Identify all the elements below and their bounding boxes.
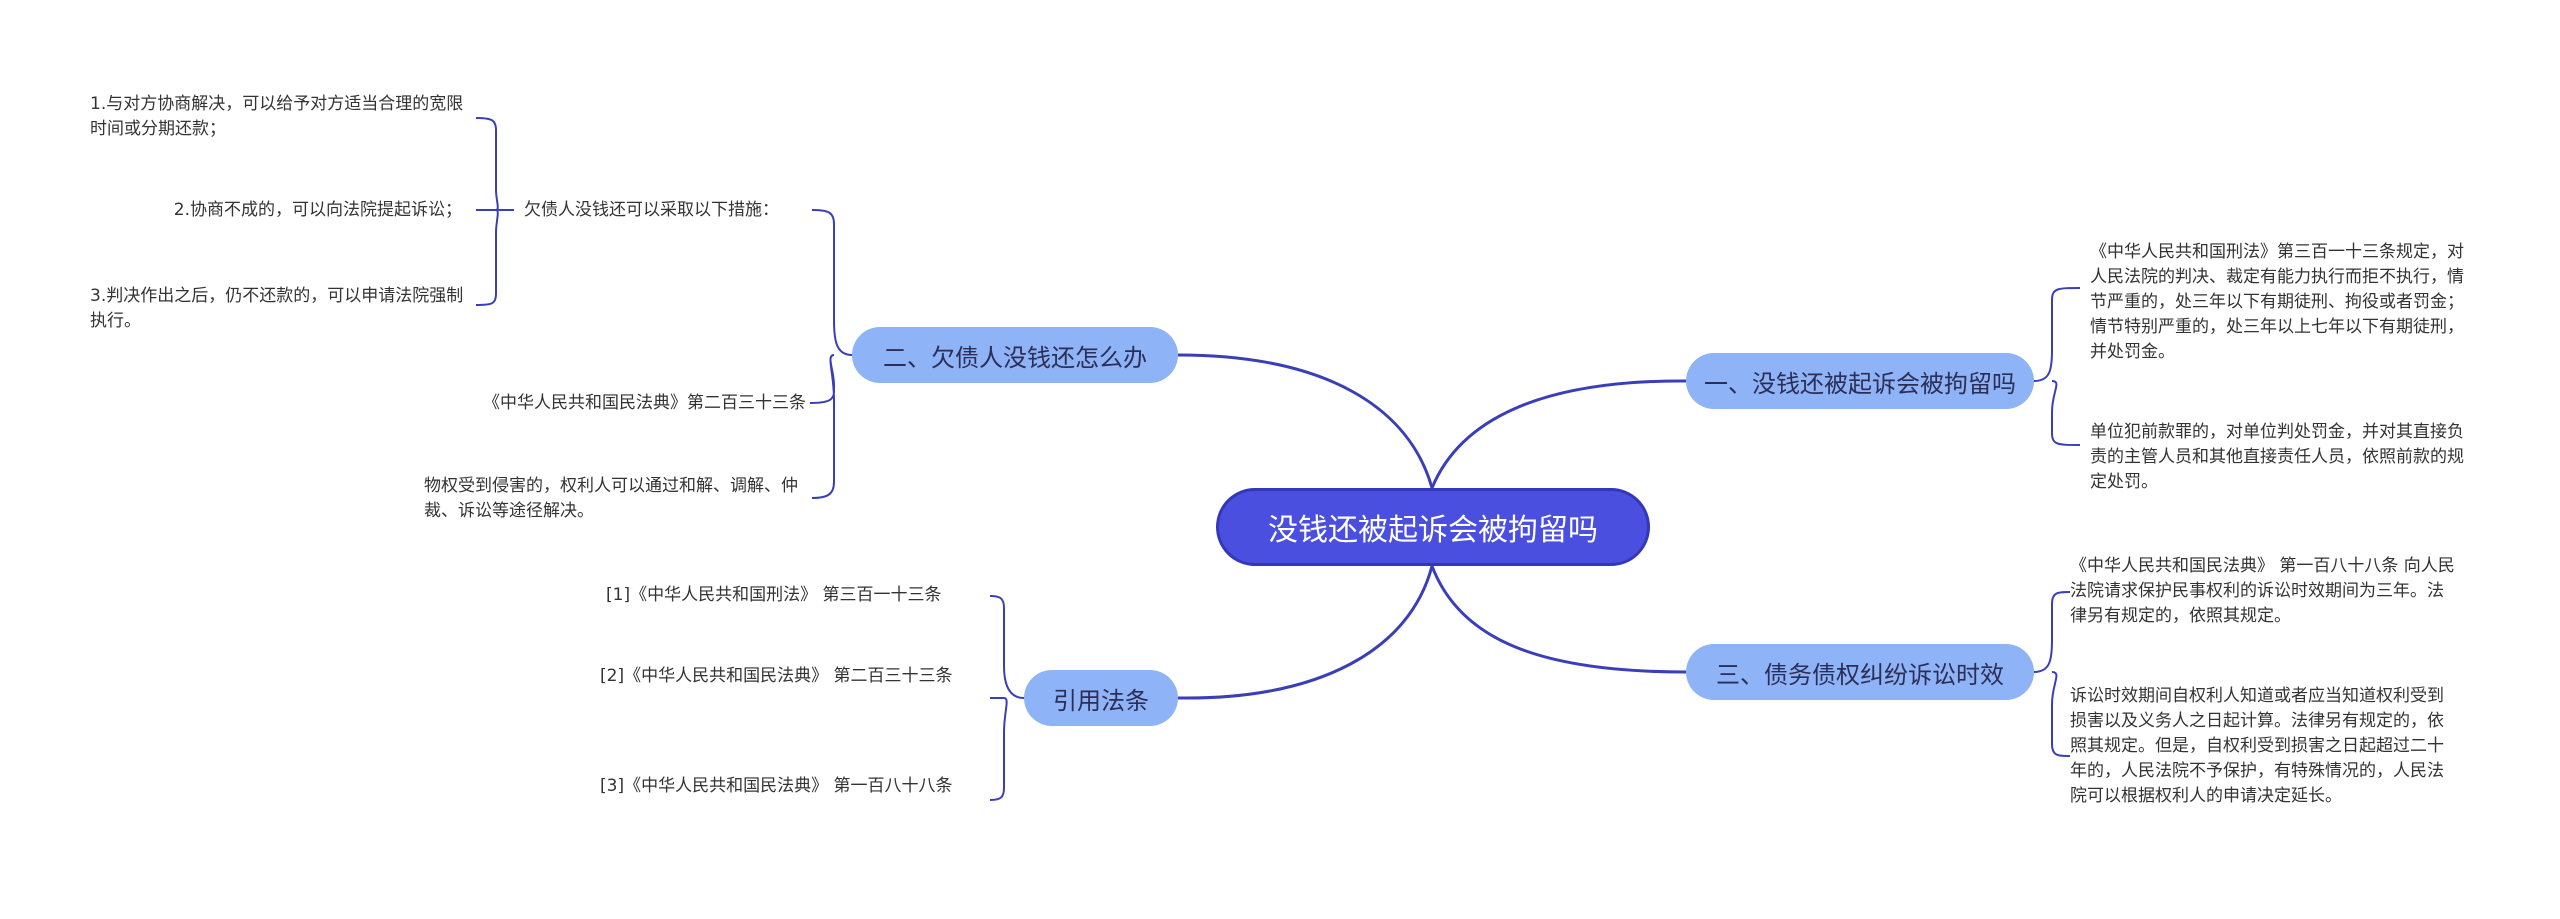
link-root-b4	[1177, 565, 1434, 700]
branch-node-2[interactable]: 二、欠债人没钱还怎么办	[852, 327, 1178, 383]
leaf-b4-ref-2: [2]《中华人民共和国民法典》 第二百三十三条	[600, 666, 953, 686]
link-root-b2	[1177, 353, 1434, 489]
leaf-b4-ref-1: [1]《中华人民共和国刑法》 第三百一十三条	[606, 585, 942, 605]
link-b4-bracket	[989, 595, 1025, 801]
leaf-b2-civil-code-233: 《中华人民共和国民法典》第二百三十三条	[483, 393, 806, 413]
branch-label: 二、欠债人没钱还怎么办	[883, 343, 1147, 372]
leaf-b1-criminal-law-313: 《中华人民共和国刑法》第三百一十三条规定，对人民法院的判决、裁定有能力执行而拒不…	[2090, 242, 2464, 362]
leaf-b3-limitation-period: 诉讼时效期间自权利人知道或者应当知道权利受到损害以及义务人之日起计算。法律另有规…	[2070, 686, 2444, 806]
root-node[interactable]: 没钱还被起诉会被拘留吗	[1216, 488, 1650, 566]
leaf-b1-unit-crime: 单位犯前款罪的，对单位判处罚金，并对其直接负责的主管人员和其他直接责任人员，依照…	[2090, 422, 2464, 492]
link-b2-bracket	[809, 209, 853, 499]
link-root-b1	[1430, 379, 1687, 489]
link-root-b3	[1430, 565, 1687, 674]
branch-label: 引用法条	[1053, 686, 1149, 715]
leaf-b2-property-rights: 物权受到侵害的，权利人可以通过和解、调解、仲裁、诉讼等途径解决。	[424, 476, 798, 521]
branch-label: 三、债务债权纠纷诉讼时效	[1716, 660, 2004, 689]
leaf-b4-ref-3: [3]《中华人民共和国民法典》 第一百八十八条	[600, 776, 953, 796]
leaf-b2-measure-3: 3.判决作出之后，仍不还款的，可以申请法院强制执行。	[90, 286, 464, 331]
link-b2sub-bracket	[475, 117, 514, 306]
leaf-b3-civil-code-188: 《中华人民共和国民法典》 第一百八十八条 向人民法院请求保护民事权利的诉讼时效期…	[2070, 556, 2455, 626]
branch-node-4[interactable]: 引用法条	[1024, 670, 1178, 726]
branch-node-3[interactable]: 三、债务债权纠纷诉讼时效	[1686, 644, 2034, 700]
link-b1-bracket	[2033, 287, 2081, 446]
leaf-b2-measure-2: 2.协商不成的，可以向法院提起诉讼；	[173, 200, 462, 220]
branch-label: 一、没钱还被起诉会被拘留吗	[1704, 369, 2016, 398]
leaf-b2-measures: 欠债人没钱还可以采取以下措施：	[524, 200, 779, 220]
link-b3-bracket	[2033, 591, 2071, 757]
leaf-b2-measure-1: 1.与对方协商解决，可以给予对方适当合理的宽限时间或分期还款；	[90, 94, 464, 139]
root-label: 没钱还被起诉会被拘留吗	[1268, 513, 1598, 548]
branch-node-1[interactable]: 一、没钱还被起诉会被拘留吗	[1686, 353, 2034, 409]
